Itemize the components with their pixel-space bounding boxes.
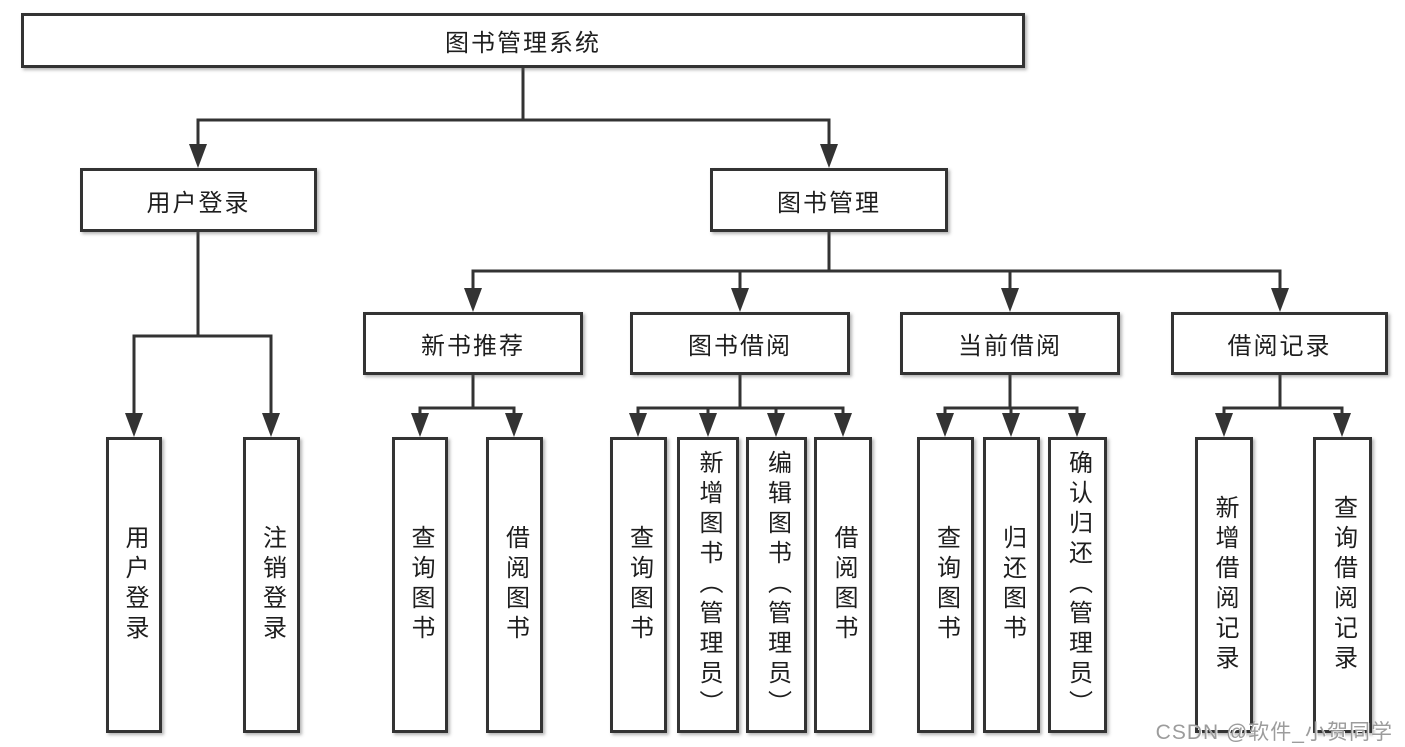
leaf-confirm-return-admin: 确认归还（管理员） xyxy=(1048,437,1107,733)
leaf-query-books-3: 查询图书 xyxy=(917,437,974,733)
leaf-borrow-books-1: 借阅图书 xyxy=(486,437,543,733)
leaf-return-books: 归还图书 xyxy=(983,437,1040,733)
leaf-query-borrow-record: 查询借阅记录 xyxy=(1313,437,1372,733)
node-user-login: 用户登录 xyxy=(80,168,317,232)
leaf-borrow-books-2: 借阅图书 xyxy=(814,437,872,733)
leaf-query-books-1: 查询图书 xyxy=(392,437,448,733)
node-current-borrow: 当前借阅 xyxy=(900,312,1120,375)
node-book-management: 图书管理 xyxy=(710,168,948,232)
csdn-watermark: CSDN @软件_小贺同学 xyxy=(1155,721,1393,744)
node-borrow-record: 借阅记录 xyxy=(1171,312,1388,375)
leaf-add-borrow-record: 新增借阅记录 xyxy=(1195,437,1253,733)
leaf-logout: 注销登录 xyxy=(243,437,300,733)
node-new-book-recommend: 新书推荐 xyxy=(363,312,583,375)
leaf-add-books-admin: 新增图书（管理员） xyxy=(677,437,739,733)
leaf-user-login: 用户登录 xyxy=(106,437,162,733)
leaf-edit-books-admin: 编辑图书（管理员） xyxy=(746,437,807,733)
node-root-system: 图书管理系统 xyxy=(21,13,1025,68)
leaf-query-books-2: 查询图书 xyxy=(610,437,667,733)
node-book-borrow: 图书借阅 xyxy=(630,312,850,375)
